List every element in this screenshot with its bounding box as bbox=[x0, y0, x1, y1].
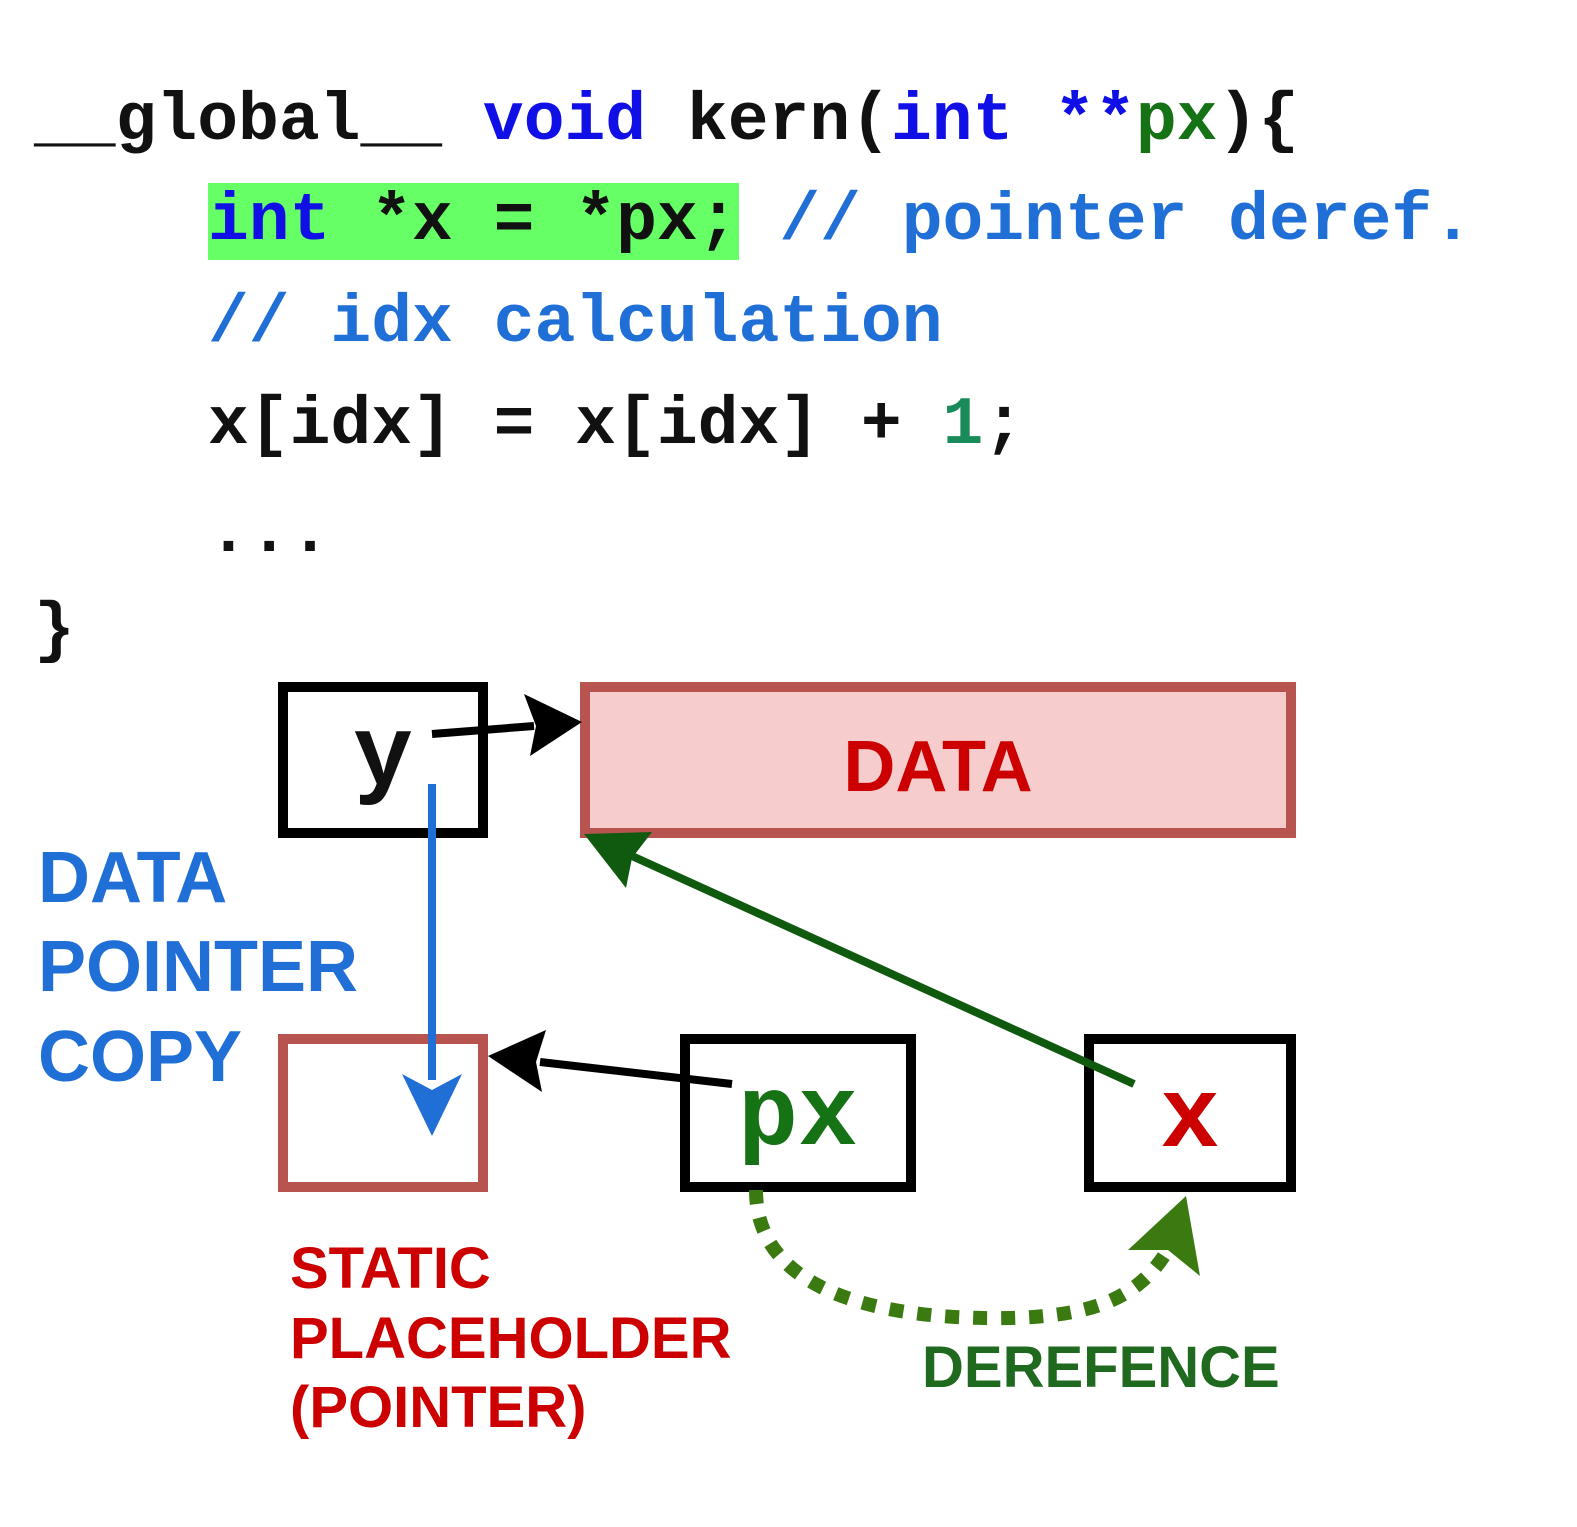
code-line-idx-comment: // idx calculation bbox=[208, 285, 943, 362]
arrow-dereference bbox=[749, 1189, 1177, 1326]
literal-one: 1 bbox=[942, 387, 984, 464]
code-line-assign: x[idx] = x[idx] + 1; bbox=[208, 392, 1024, 460]
label-static-placeholder: STATIC PLACEHOLDER (POINTER) bbox=[290, 1236, 732, 1441]
deref-comment: // pointer deref. bbox=[779, 183, 1474, 260]
int-keyword: int bbox=[890, 83, 1014, 160]
arrowhead-px-to-placeholder bbox=[488, 1030, 546, 1092]
box-x: x bbox=[1084, 1034, 1296, 1192]
stmt-int-keyword: int bbox=[208, 183, 331, 260]
signature-close: ){ bbox=[1217, 83, 1300, 160]
param-px: px bbox=[1135, 83, 1218, 160]
code-block: __global__ void kern(int **px){ int *x =… bbox=[0, 0, 1473, 924]
arrowhead-dereference bbox=[1128, 1196, 1200, 1276]
arrowhead-x-to-data bbox=[584, 832, 652, 888]
code-line-brace: } bbox=[34, 593, 75, 670]
arrowhead-data-pointer-copy bbox=[402, 1074, 462, 1136]
label-dereference: DEREFENCE bbox=[922, 1335, 1280, 1400]
stmt-rest: *x = *px; bbox=[330, 183, 739, 260]
arrowhead-y-to-data bbox=[524, 694, 582, 756]
function-name: kern( bbox=[686, 83, 891, 160]
box-y: y bbox=[278, 682, 488, 838]
box-px-label: px bbox=[737, 1062, 859, 1175]
assign-semicolon: ; bbox=[983, 387, 1025, 464]
code-line-deref: int *x = *px; // pointer deref. bbox=[208, 183, 1473, 260]
box-px: px bbox=[680, 1034, 916, 1192]
box-y-label: y bbox=[352, 702, 413, 815]
double-pointer-stars: ** bbox=[1054, 83, 1136, 160]
label-data-pointer-copy: DATA POINTER COPY bbox=[38, 838, 359, 1097]
assign-expression: x[idx] = x[idx] + bbox=[208, 387, 943, 464]
code-line-signature: __global__ void kern(int **px){ bbox=[34, 88, 1299, 156]
highlighted-statement: int *x = *px; bbox=[208, 183, 739, 260]
code-line-ellipsis: ... bbox=[208, 495, 331, 572]
static-placeholder-box bbox=[278, 1034, 488, 1192]
data-box: DATA bbox=[580, 682, 1296, 838]
box-x-label: x bbox=[1159, 1064, 1220, 1177]
global-qualifier: __global__ bbox=[34, 83, 443, 160]
arrow-px-to-placeholder bbox=[539, 1058, 733, 1088]
arrow-x-to-data bbox=[630, 852, 1136, 1088]
arrow-y-to-data bbox=[431, 722, 535, 738]
void-keyword: void bbox=[482, 83, 647, 160]
data-box-label: DATA bbox=[843, 727, 1033, 807]
